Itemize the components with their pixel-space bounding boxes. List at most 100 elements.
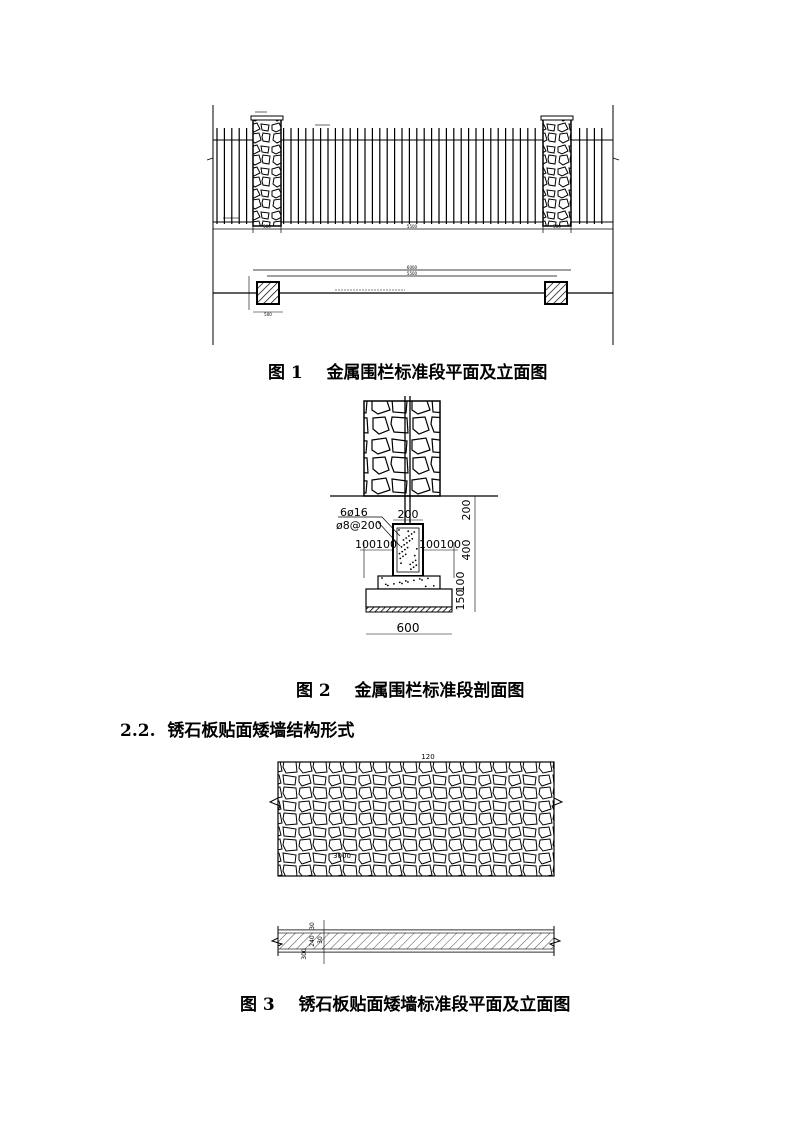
aggregate-dot [398, 581, 401, 584]
aggregate-dot [384, 583, 387, 586]
figure2-caption-number: 图 2 [296, 681, 331, 701]
figure3-caption: 图 3 锈石板贴面矮墙标准段平面及立面图 [240, 990, 570, 1015]
aggregate-dot [415, 547, 418, 550]
aggregate-dot [398, 529, 400, 531]
rebar-leader [338, 516, 401, 537]
aggregate-dot [410, 533, 413, 535]
figure1-caption-number: 图 1 [268, 363, 303, 383]
plan-right-pillar [544, 281, 568, 305]
left-pillar-cap [250, 115, 284, 121]
depth-top-label: 200 [460, 500, 473, 521]
section-heading: 2.2. 锈石板贴面矮墙结构形式 [120, 721, 355, 741]
aggregate-dot [400, 545, 403, 548]
plan-dim-a: 30 [309, 922, 316, 930]
aggregate-dot [424, 585, 427, 588]
rebar-leader-2 [377, 521, 401, 547]
right-pillar-cap [540, 115, 574, 121]
figure1-caption-text: 金属围栏标准段平面及立面图 [326, 363, 548, 383]
rebar-main-label: 6ø16 [340, 506, 368, 519]
aggregate-dot [400, 562, 402, 565]
plan-dim-d: 30 [317, 936, 324, 944]
beam-height-label: 400 [460, 540, 473, 561]
elev-dim-right: 500 [553, 224, 561, 229]
figure2-caption: 图 2 金属围栏标准段剖面图 [296, 676, 524, 701]
elev-top-label: 120 [421, 753, 434, 761]
layer1-label: 100 [454, 572, 467, 593]
aggregate-dot [401, 582, 403, 585]
figure1-caption: 图 1 金属围栏标准段平面及立面图 [268, 358, 547, 383]
plan-dim-c: 300 [301, 948, 308, 960]
aggregate-dot [402, 539, 405, 541]
plan-dim-span: 5500 [407, 271, 418, 276]
side-right-label: 100100 [419, 538, 461, 551]
aggregate-dot [408, 535, 410, 537]
aggregate-dot [412, 561, 414, 564]
beam-aggregate [398, 529, 418, 571]
plan-left-break [270, 926, 284, 956]
section-stone-column [363, 400, 441, 497]
aggregate-dot [432, 585, 435, 587]
figure2-caption-text: 金属围栏标准段剖面图 [354, 681, 525, 701]
aggregate-dot [402, 555, 404, 558]
right-break-mark [551, 762, 564, 876]
aggregate-dot [414, 559, 417, 562]
aggregate-dot [387, 584, 389, 587]
aggregate-dot [411, 537, 414, 540]
aggregate-dot [403, 543, 406, 546]
aggregate-dot [408, 539, 411, 542]
figure3-caption-number: 图 3 [240, 995, 275, 1015]
figure3-drawing: 120 3000 30 240 300 30 [268, 753, 564, 964]
rebar-stirrup-label: ø8@200 [336, 519, 382, 532]
plan-dim-total: 6000 [407, 265, 418, 270]
footing-width-label: 600 [397, 621, 420, 635]
left-break-mark [268, 762, 281, 876]
section-footing [365, 588, 453, 608]
section-bottom-hatch [365, 606, 453, 613]
aggregate-dot [405, 537, 408, 539]
wall-plan-facing-bottom [277, 948, 555, 953]
elev-dim-span: 5500 [407, 224, 418, 229]
aggregate-dot [399, 557, 402, 560]
aggregate-dot [421, 579, 423, 581]
aggregate-dot [406, 541, 408, 544]
side-tick-right [612, 157, 620, 161]
figure2-drawing: 6ø16 ø8@200 200 100100 100100 200 400 10… [330, 396, 498, 635]
beam-width-label: 200 [398, 508, 419, 521]
aggregate-dot [413, 531, 416, 533]
aggregate-dot [410, 568, 412, 571]
aggregate-dot [412, 566, 415, 569]
aggregate-dot [413, 554, 416, 557]
aggregate-dot [413, 579, 415, 582]
section-concrete-base [377, 575, 441, 590]
aggregate-dot [418, 578, 421, 580]
aggregate-dot [406, 546, 409, 549]
plan-dim-b: 240 [309, 935, 316, 947]
side-left-label: 100100 [355, 538, 397, 551]
aggregate-dot [401, 550, 404, 553]
aggregate-dot [398, 552, 401, 555]
plan-dim-pillar: 500 [264, 312, 272, 317]
wall-elevation-panel [277, 761, 555, 877]
side-tick-left [206, 157, 214, 161]
aggregate-dot [393, 583, 395, 585]
section-beam-stirrup [396, 527, 420, 573]
elev-bottom-label: 3000 [333, 852, 351, 860]
plan-left-pillar [256, 281, 280, 305]
aggregate-dot [409, 563, 412, 566]
plan-right-break [548, 926, 562, 956]
wall-plan-facing-top [277, 929, 555, 934]
aggregate-dot [407, 581, 409, 583]
fence-pickets [216, 128, 603, 224]
right-stone-pillar [542, 117, 572, 227]
aggregate-dot [404, 553, 407, 556]
aggregate-dot [381, 577, 383, 579]
left-stone-pillar [252, 117, 282, 227]
elev-dim-left: 500 [263, 224, 271, 229]
layer2-label: 150 [454, 590, 467, 611]
aggregate-dot [427, 577, 429, 580]
figure1-drawing: 500 5500 500 6000 5500 500 [206, 105, 620, 345]
figure3-caption-text: 锈石板贴面矮墙标准段平面及立面图 [298, 995, 571, 1015]
aggregate-dot [404, 580, 407, 582]
aggregate-dot [407, 530, 410, 533]
base-aggregate [381, 577, 435, 588]
